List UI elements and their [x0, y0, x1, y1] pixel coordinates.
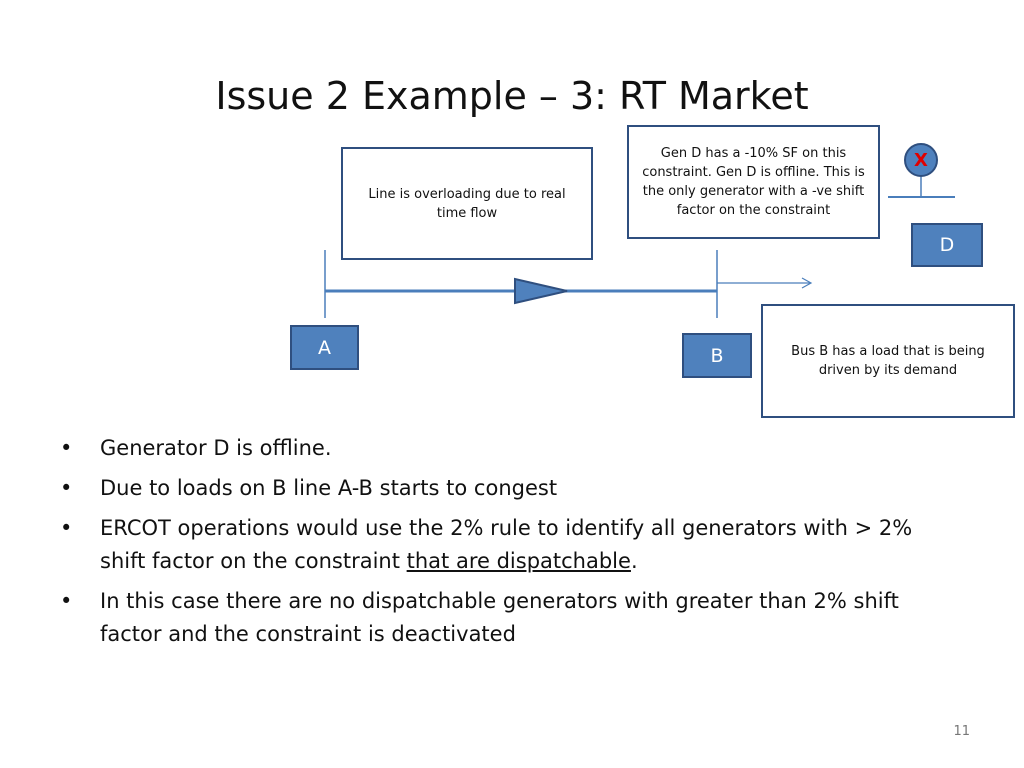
bus-d-box: D — [911, 223, 983, 267]
load-arrowhead-icon — [801, 277, 813, 289]
callout-bus-b-load: Bus B has a load that is being driven by… — [761, 304, 1015, 418]
callout-gen-d: Gen D has a -10% SF on this constraint. … — [627, 125, 880, 239]
bullet-item: Generator D is offline. — [60, 432, 960, 465]
page-number: 11 — [953, 724, 970, 739]
bullet-text: Generator D is offline. — [100, 436, 332, 460]
slide-title: Issue 2 Example – 3: RT Market — [215, 74, 809, 118]
bullet-item: In this case there are no dispatchable g… — [60, 585, 960, 651]
callout-line-overloading: Line is overloading due to real time flo… — [341, 147, 593, 260]
bullet-text: Due to loads on B line A-B starts to con… — [100, 476, 558, 500]
bullet-text: In this case there are no dispatchable g… — [100, 589, 899, 646]
flow-arrow-icon — [514, 277, 568, 305]
bullet-text: . — [630, 549, 638, 573]
bullet-item: ERCOT operations would use the 2% rule t… — [60, 512, 960, 578]
bullet-text: ERCOT operations would use the 2% rule t… — [100, 516, 913, 573]
bullet-item: Due to loads on B line A-B starts to con… — [60, 472, 960, 505]
bullet-underlined-text: that are dispatchable — [406, 549, 631, 573]
bus-a-box: A — [290, 325, 359, 370]
bus-b-box: B — [682, 333, 752, 378]
bullet-list: Generator D is offline. Due to loads on … — [60, 432, 960, 658]
generator-d-offline-icon: X — [904, 143, 938, 177]
